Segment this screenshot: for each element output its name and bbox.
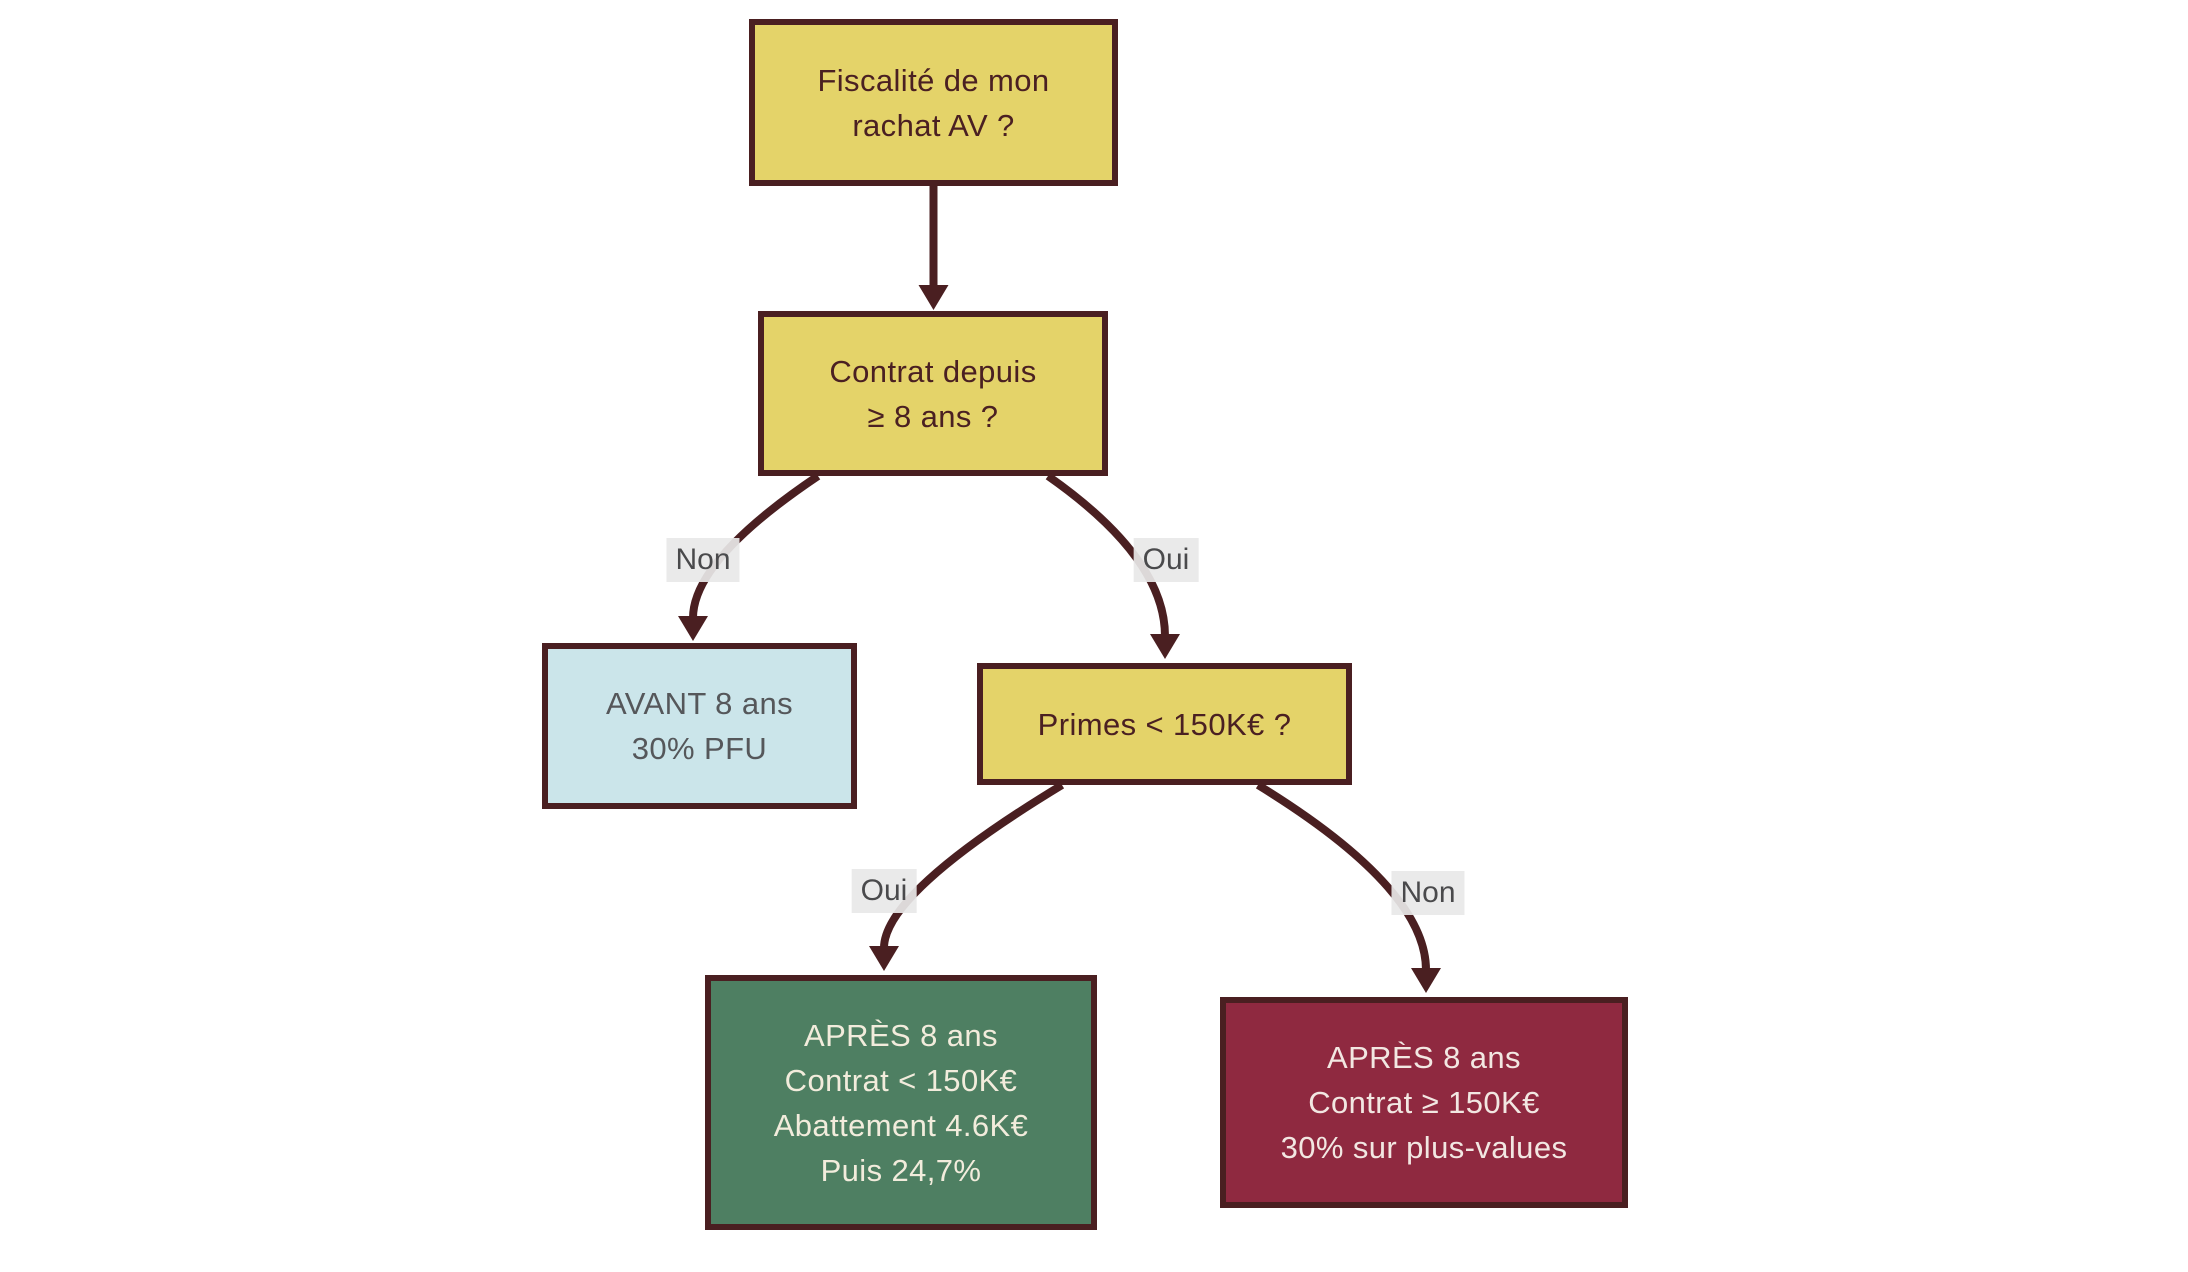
after-under-result-line4: Puis 24,7% [820, 1152, 982, 1188]
after-under-result-line1: APRÈS 8 ans [804, 1017, 998, 1053]
arrowhead-duration-yes-to-primes [1150, 634, 1180, 659]
duration-question-line2: ≥ 8 ans ? [867, 398, 999, 434]
after-8-under-150k-result-node: APRÈS 8 ans Contrat < 150K€ Abattement 4… [705, 975, 1097, 1230]
after-under-result-line2: Contrat < 150K€ [784, 1062, 1018, 1098]
branch-label-duration-yes: Oui [1133, 538, 1199, 582]
primes-question-line1: Primes < 150K€ ? [1037, 706, 1292, 742]
root-question-node: Fiscalité de mon rachat AV ? [749, 19, 1118, 186]
branch-label-duration-no: Non [666, 538, 740, 582]
before-8-years-result-node: AVANT 8 ans 30% PFU [542, 643, 857, 809]
duration-question-line1: Contrat depuis [829, 353, 1037, 389]
before-result-line1: AVANT 8 ans [605, 686, 794, 721]
root-question-line1: Fiscalité de mon [817, 62, 1050, 98]
branch-label-primes-yes: Oui [851, 869, 917, 913]
after-8-over-150k-result-node: APRÈS 8 ans Contrat ≥ 150K€ 30% sur plus… [1220, 997, 1628, 1208]
arrowhead-primes-yes-to-green [869, 946, 899, 971]
after-under-result-line3: Abattement 4.6K€ [773, 1107, 1029, 1143]
after-over-result-line3: 30% sur plus-values [1280, 1130, 1568, 1165]
primes-question-node: Primes < 150K€ ? [977, 663, 1352, 785]
after-over-result-line2: Contrat ≥ 150K€ [1308, 1085, 1540, 1120]
before-result-line2: 30% PFU [631, 731, 768, 766]
duration-question-node: Contrat depuis ≥ 8 ans ? [758, 311, 1108, 476]
arrow-primes-yes-to-green [880, 781, 1065, 949]
branch-label-primes-no: Non [1391, 871, 1465, 915]
root-question-line2: rachat AV ? [852, 107, 1015, 143]
arrowhead-duration-no-to-before [678, 616, 708, 641]
arrowhead-primes-no-to-red [1411, 968, 1441, 993]
arrowhead-root-to-duration [918, 285, 949, 310]
after-over-result-line1: APRÈS 8 ans [1327, 1040, 1521, 1075]
